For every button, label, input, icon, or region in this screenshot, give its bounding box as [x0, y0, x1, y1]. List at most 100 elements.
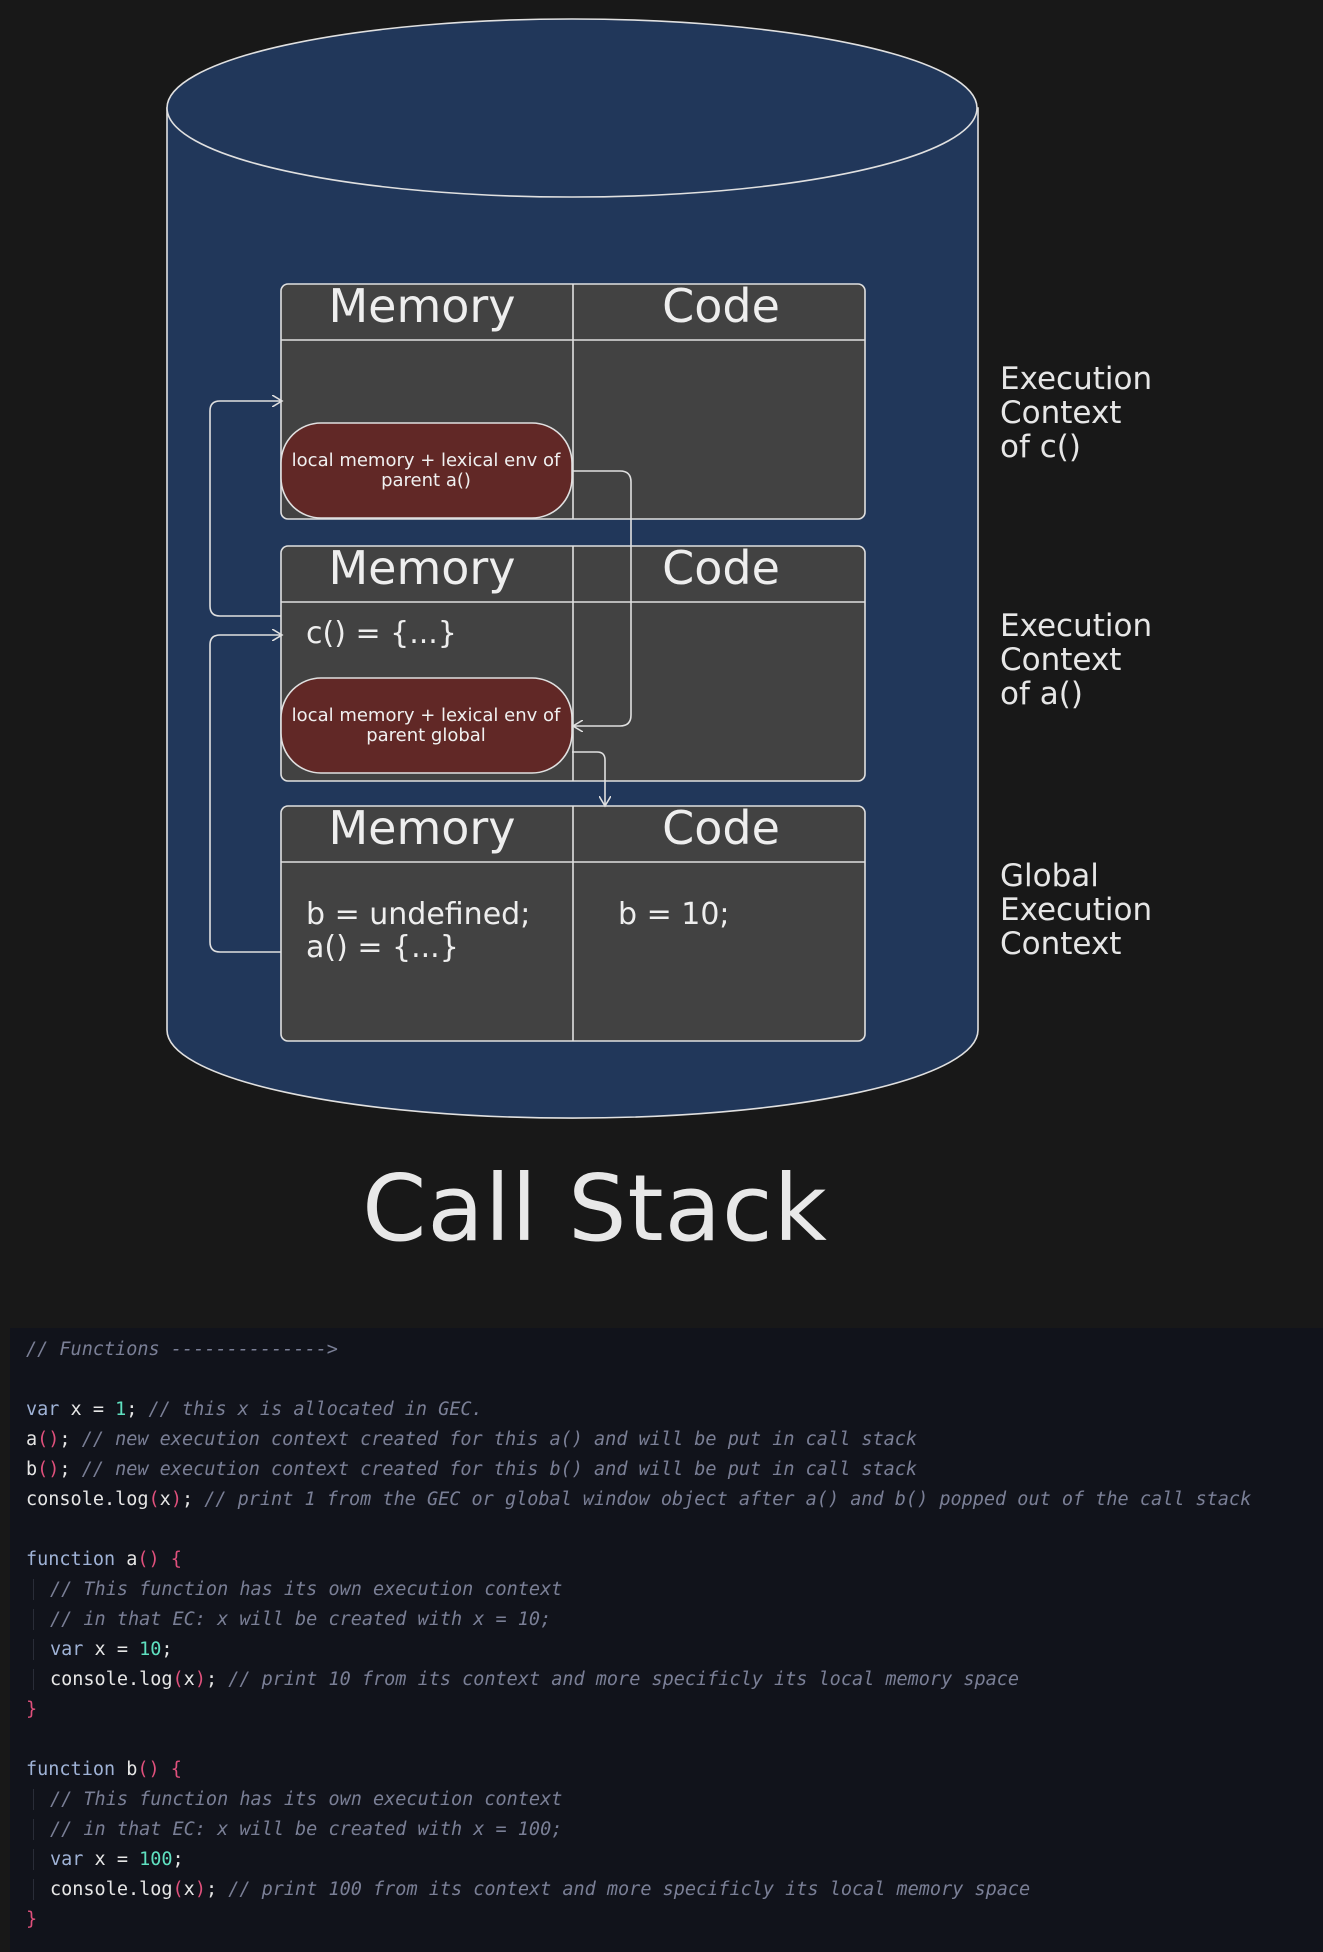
code-token: (: [148, 1489, 160, 1510]
code-token: a: [115, 1549, 138, 1570]
code-line: // This function has its own execution c…: [26, 1575, 1323, 1605]
code-indent: var x = 10;: [33, 1639, 173, 1660]
code-block: // Functions --------------> var x = 1; …: [10, 1328, 1323, 1952]
code-token: (: [172, 1669, 184, 1690]
code-token: console.log: [26, 1489, 149, 1510]
ec-label-global: Global Execution Context: [1000, 859, 1152, 961]
code-token: // in that EC: x will be created with x …: [50, 1819, 563, 1840]
code-entry: b = 10;: [618, 897, 730, 932]
code-token: ;: [205, 1669, 229, 1690]
memory-header: Memory: [328, 279, 515, 333]
code-token: var: [50, 1849, 84, 1870]
code-token: ): [194, 1879, 206, 1900]
ec-panel-global: Memory Code b = undefined; a() = {...} b…: [280, 801, 866, 1042]
code-token: (): [37, 1459, 60, 1480]
code-token: ;: [205, 1879, 229, 1900]
code-indent: // in that EC: x will be created with x …: [33, 1819, 563, 1840]
bubble-text-line: parent global: [366, 725, 486, 746]
code-token: function: [26, 1759, 116, 1780]
lexical-env-bubble-a: local memory + lexical env of parent glo…: [280, 677, 573, 774]
code-line: var x = 1; // this x is allocated in GEC…: [26, 1395, 1323, 1425]
code-token: ): [194, 1669, 206, 1690]
bubble-text-line: parent a(): [381, 470, 471, 491]
code-token: b: [115, 1759, 138, 1780]
arrow-lexical-c-to-a: [572, 470, 632, 726]
code-token: console.log: [50, 1669, 173, 1690]
code-token: // this x is allocated in GEC.: [148, 1399, 483, 1420]
ec-label-line: of c(): [1000, 429, 1081, 465]
code-line: a(); // new execution context created fo…: [26, 1425, 1323, 1455]
code-line: console.log(x); // print 100 from its co…: [26, 1875, 1323, 1905]
code-line: function b() {: [26, 1755, 1323, 1785]
code-token: x: [183, 1879, 195, 1900]
arrow-a-to-c: [209, 401, 282, 617]
code-token: }: [26, 1699, 38, 1720]
code-token: x =: [83, 1849, 140, 1870]
ec-label-line: Execution: [1000, 608, 1153, 644]
code-line: // This function has its own execution c…: [26, 1785, 1323, 1815]
code-token: ): [170, 1489, 182, 1510]
ec-label-a: Execution Context of a(): [1000, 609, 1152, 711]
code-token: 100: [139, 1849, 173, 1870]
ec-label-line: Context: [1000, 926, 1122, 962]
code-line: }: [26, 1905, 1323, 1935]
code-token: }: [26, 1909, 38, 1930]
code-token: a: [26, 1429, 38, 1450]
arrow-lexical-a-to-global: [572, 751, 605, 806]
ec-label-line: Execution: [1000, 892, 1153, 928]
code-indent: // in that EC: x will be created with x …: [33, 1609, 552, 1630]
memory-entry: c() = {...}: [306, 616, 457, 651]
lexical-env-bubble-c: local memory + lexical env of parent a(): [280, 422, 573, 519]
ec-label-line: of a(): [1000, 676, 1083, 712]
code-line: function a() {: [26, 1545, 1323, 1575]
code-line: [26, 1725, 1323, 1755]
code-line: var x = 100;: [26, 1845, 1323, 1875]
code-token: // print 100 from its context and more s…: [228, 1879, 1031, 1900]
bubble-text-line: local memory + lexical env of: [292, 705, 561, 726]
code-indent: console.log(x); // print 100 from its co…: [33, 1879, 1031, 1900]
code-token: // new execution context created for thi…: [81, 1459, 918, 1480]
code-line: // in that EC: x will be created with x …: [26, 1815, 1323, 1845]
memory-header: Memory: [328, 541, 515, 595]
code-line: [26, 1365, 1323, 1395]
code-token: (: [172, 1879, 184, 1900]
code-token: 10: [139, 1639, 162, 1660]
code-token: x =: [59, 1399, 116, 1420]
code-token: () {: [137, 1549, 182, 1570]
code-token: ;: [161, 1639, 173, 1660]
code-token: ;: [126, 1399, 149, 1420]
code-header: Code: [662, 541, 780, 595]
memory-header: Memory: [328, 801, 515, 855]
code-token: // Functions -------------->: [26, 1339, 338, 1360]
code-token: console.log: [50, 1879, 173, 1900]
diagram-title: Call Stack: [362, 1155, 828, 1262]
code-line: console.log(x); // print 10 from its con…: [26, 1665, 1323, 1695]
code-token: 1: [115, 1399, 127, 1420]
code-indent: // This function has its own execution c…: [33, 1579, 563, 1600]
code-line: // Functions -------------->: [26, 1335, 1323, 1365]
ec-label-line: Context: [1000, 395, 1122, 431]
ec-label-line: Execution: [1000, 361, 1153, 397]
code-token: var: [50, 1639, 84, 1660]
code-line: console.log(x); // print 1 from the GEC …: [26, 1485, 1323, 1515]
memory-entry: b = undefined;: [306, 897, 530, 932]
code-token: // print 10 from its context and more sp…: [228, 1669, 1020, 1690]
code-indent: var x = 100;: [33, 1849, 184, 1870]
code-token: // This function has its own execution c…: [50, 1579, 563, 1600]
code-token: x =: [83, 1639, 140, 1660]
code-token: ;: [172, 1849, 184, 1870]
ec-label-line: Global: [1000, 858, 1099, 894]
ec-label-line: Context: [1000, 642, 1122, 678]
code-token: () {: [137, 1759, 182, 1780]
code-token: // new execution context created for thi…: [81, 1429, 918, 1450]
ec-label-c: Execution Context of c(): [1000, 362, 1152, 464]
code-line: b(); // new execution context created fo…: [26, 1455, 1323, 1485]
code-token: ;: [59, 1429, 82, 1450]
code-header: Code: [662, 801, 780, 855]
code-token: // in that EC: x will be created with x …: [50, 1609, 552, 1630]
code-token: ;: [59, 1459, 82, 1480]
code-token: // print 1 from the GEC or global window…: [204, 1489, 1252, 1510]
code-token: var: [26, 1399, 60, 1420]
code-token: function: [26, 1549, 116, 1570]
arrow-global-to-a: [209, 635, 282, 953]
